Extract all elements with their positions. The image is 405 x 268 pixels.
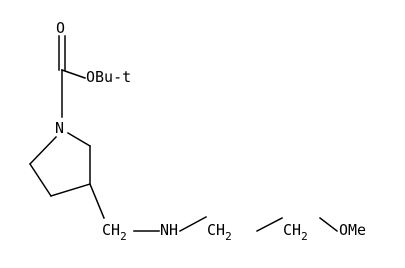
ring-nitrogen-label: N: [55, 119, 64, 137]
amine-label: NH: [160, 221, 178, 239]
bond-amine-ethyl: [178, 215, 208, 233]
methylene-3-subscript: 2: [301, 230, 308, 243]
bond-ring-c4-c3: [50, 183, 91, 197]
methoxy-label: OMe: [339, 221, 366, 239]
methylene-2-label: CH2: [207, 221, 232, 243]
bond-c3-methylene: [89, 183, 105, 219]
methylene-1-label: CH2: [102, 221, 127, 243]
bond-ring-n-c5: [28, 135, 58, 166]
bond-ethyl-methoxy: [318, 216, 339, 233]
methylene-1-subscript: 2: [120, 230, 127, 243]
bond-ester: [61, 69, 86, 79]
methylene-1-text: CH: [102, 221, 120, 239]
methylene-3-text: CH: [283, 221, 301, 239]
methylene-3-label: CH2: [283, 221, 308, 243]
bond-ring-c2-n: [66, 131, 92, 148]
ester-group-label: OBu-t: [86, 68, 131, 86]
methylene-2-subscript: 2: [225, 230, 232, 243]
methylene-2-text: CH: [207, 221, 225, 239]
carbonyl-oxygen-label: O: [56, 19, 65, 37]
bond-ring-c5-c4: [28, 162, 53, 198]
bond-ethylene: [255, 216, 284, 233]
